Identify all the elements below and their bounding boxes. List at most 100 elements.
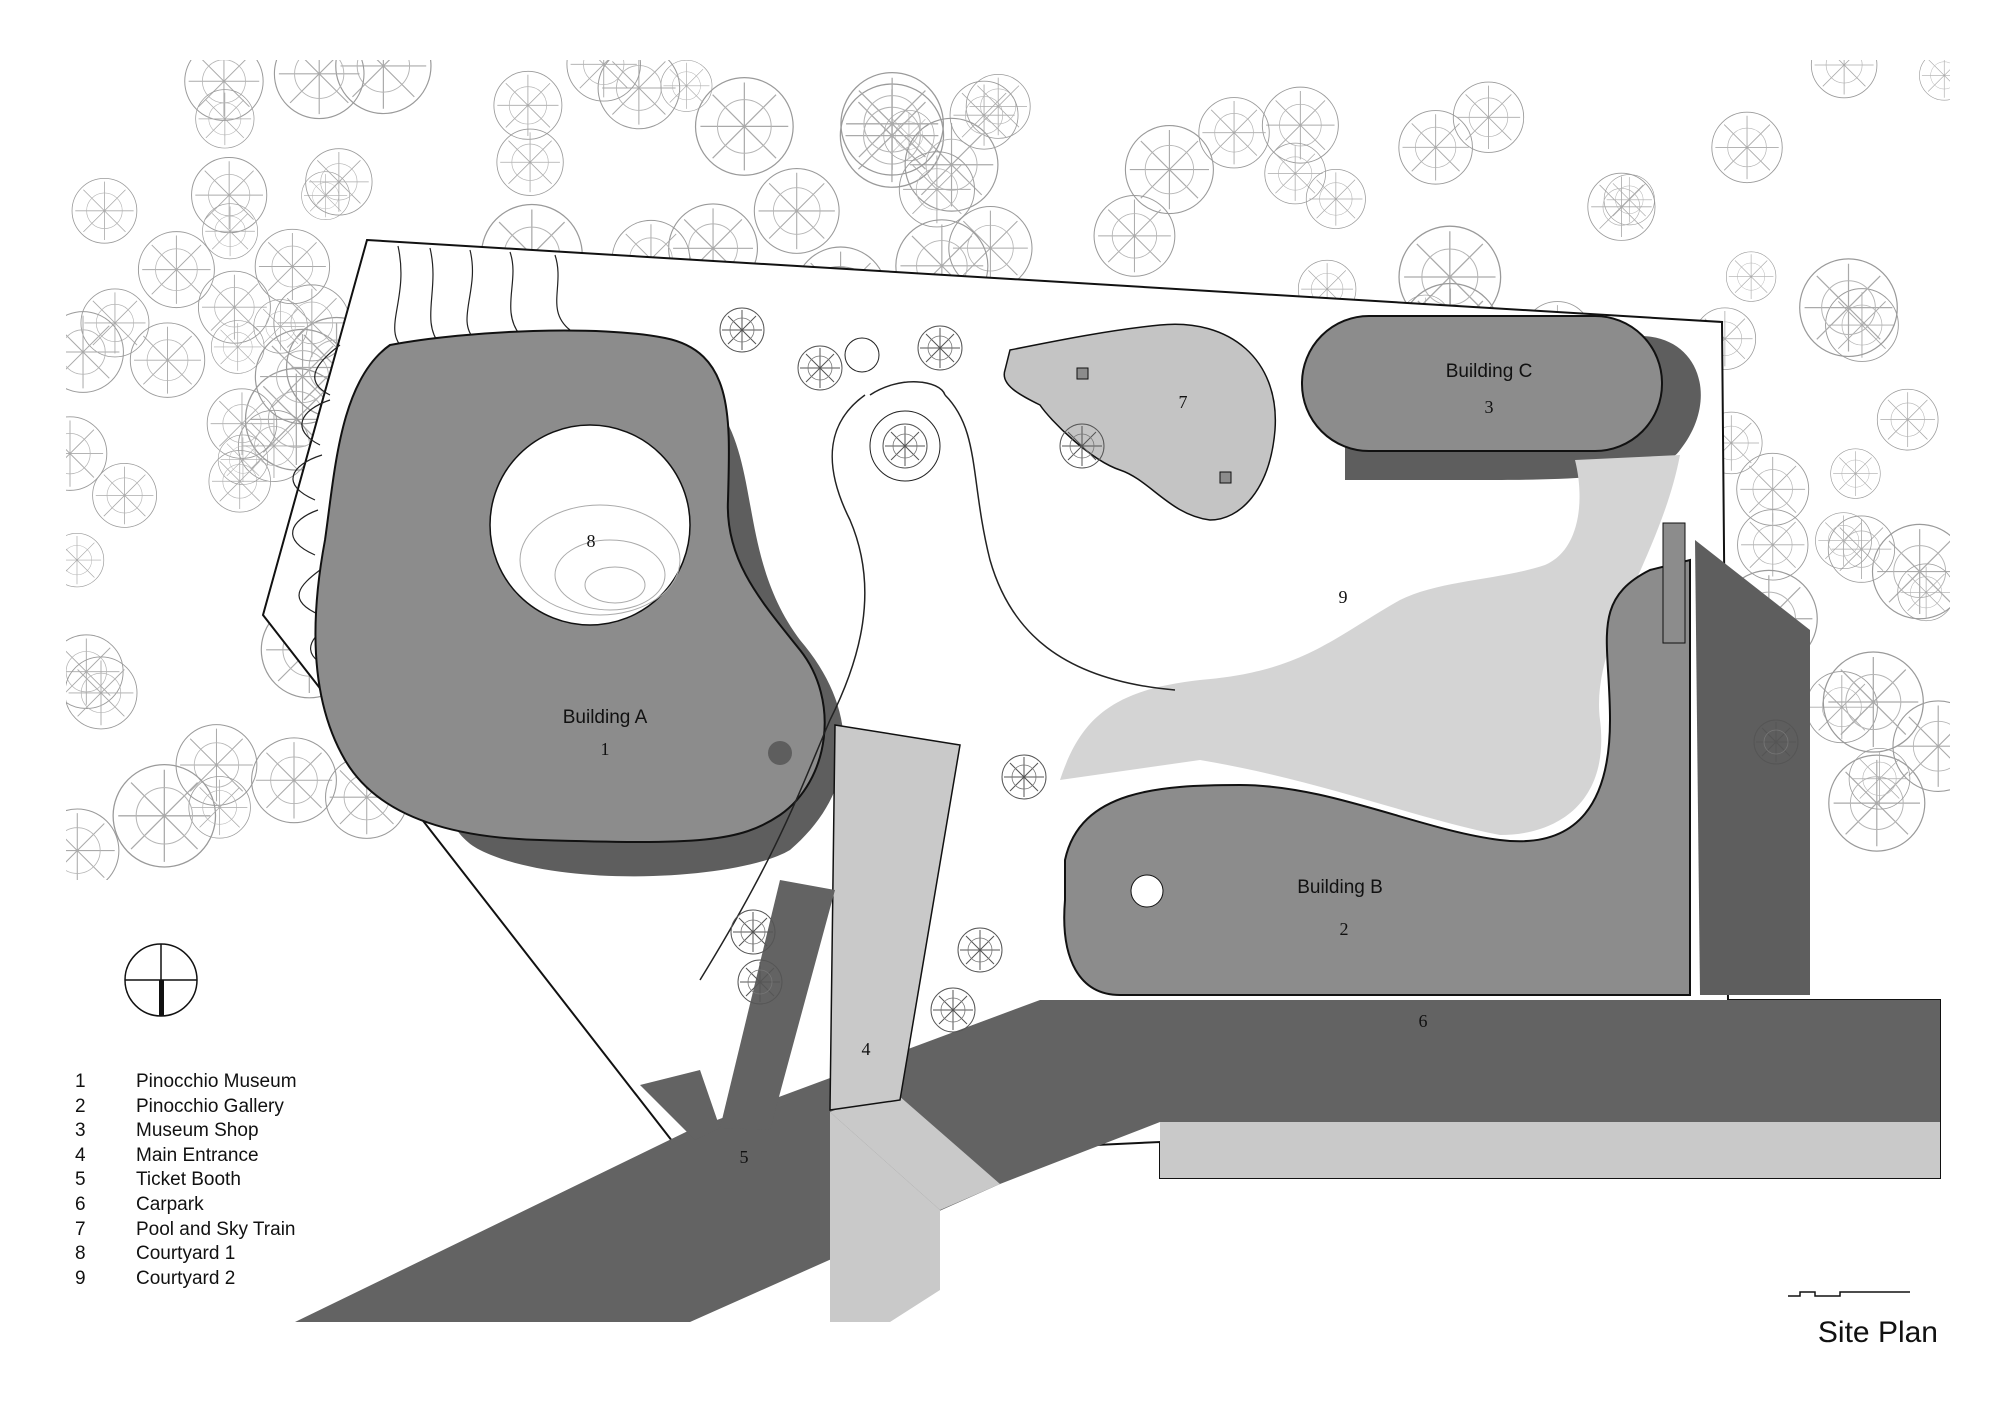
legend-label: Courtyard 1 [136, 1243, 236, 1265]
forest-tree-icon [66, 416, 108, 491]
legend-item: 9 Courtyard 2 [75, 1267, 435, 1292]
legend-item: 6 Carpark [75, 1193, 435, 1218]
building-c-label: Building C [1446, 361, 1533, 382]
forest-tree-icon [191, 157, 268, 234]
legend-item: 1 Pinocchio Museum [75, 1070, 435, 1095]
legend-item: 3 Museum Shop [75, 1119, 435, 1144]
legend-number: 2 [75, 1095, 86, 1117]
building-b-roof [1063, 558, 1691, 996]
forest-tree-icon [202, 203, 259, 260]
drawing-title: Site Plan [1817, 1316, 1938, 1349]
forest-tree-icon [66, 311, 124, 393]
forest-tree-icon [80, 288, 150, 358]
forest-tree-icon [335, 60, 432, 115]
forest-tree-icon [753, 168, 840, 254]
legend-label: Main Entrance [136, 1144, 259, 1166]
north-arrow-icon [124, 943, 198, 1017]
courtyard-2-paving [1060, 455, 1680, 835]
pool [1003, 323, 1277, 521]
legend-label: Museum Shop [136, 1120, 259, 1142]
main-entrance-number: 4 [862, 1039, 871, 1059]
building-c-roof [1301, 315, 1663, 452]
forest-tree-icon [1452, 81, 1525, 153]
forest-tree-icon [1198, 97, 1270, 169]
road-crossing-2 [830, 1112, 940, 1322]
forest-tree-icon [66, 532, 105, 588]
pool-number: 7 [1179, 392, 1188, 412]
building-b-label: Building B [1297, 877, 1383, 898]
courtyard-1-number: 8 [587, 531, 596, 551]
forest-tree-icon [92, 462, 158, 528]
forest-tree-icon [1827, 515, 1896, 583]
legend-item: 2 Pinocchio Gallery [75, 1095, 435, 1120]
forest-tree-icon [1305, 168, 1366, 229]
courtyard-2-number: 9 [1339, 587, 1348, 607]
forest-tree-icon [195, 89, 255, 149]
courtyard-1-contours [519, 504, 681, 616]
building-b-strip [1662, 522, 1686, 644]
path-circle-small [844, 337, 880, 373]
forest-tree-icon [1871, 523, 1950, 620]
forest-tree-icon [1264, 142, 1326, 205]
forest-tree-icon [1093, 194, 1176, 277]
forest-tree-icon [898, 151, 975, 228]
forest-tree-icon [184, 60, 264, 121]
ticket-booth [640, 1070, 720, 1140]
main-entrance [829, 724, 961, 1111]
legend-label: Carpark [136, 1193, 204, 1215]
forest-tree-icon [66, 808, 120, 880]
legend-label: Pinocchio Gallery [136, 1095, 284, 1117]
legend-item: 5 Ticket Booth [75, 1168, 435, 1193]
forest-tree-icon [251, 737, 337, 824]
legend-number: 1 [75, 1071, 86, 1092]
legend-number: 6 [75, 1193, 86, 1215]
legend-number: 9 [75, 1267, 86, 1289]
forest-tree-icon [71, 177, 138, 244]
carpark-road [295, 1000, 1940, 1322]
forest-tree-icon [1897, 563, 1950, 622]
building-c-number: 3 [1485, 397, 1494, 417]
forest-tree-icon [273, 60, 365, 120]
entrance-shadow [720, 880, 835, 1130]
ticket-booth-number: 5 [740, 1147, 749, 1167]
forest-tree-icon [217, 434, 269, 485]
scale-bar-icon [1788, 1291, 1910, 1297]
legend-number: 8 [75, 1243, 86, 1265]
legend-label: Ticket Booth [136, 1169, 241, 1191]
forest-tree-icon [305, 148, 373, 216]
forest-tree-icon [1892, 700, 1950, 792]
forest-tree-icon [1825, 288, 1899, 362]
forest-tree-icon [1799, 258, 1898, 358]
forest-tree-icon [1919, 60, 1950, 101]
road-crossing [830, 1088, 1000, 1210]
forest-tree-icon [175, 724, 258, 806]
legend-number: 4 [75, 1144, 86, 1166]
forest-tree-icon [566, 60, 641, 102]
light-road [1160, 1122, 1940, 1178]
forest-tree-icon [188, 776, 251, 839]
forest-tree-icon [1805, 671, 1878, 744]
forest-tree-icon [949, 80, 1019, 150]
building-a-skylight [768, 741, 792, 765]
legend-label: Courtyard 2 [136, 1267, 236, 1289]
legend: 1 Pinocchio Museum 2 Pinocchio Gallery 3 Muse… [75, 1070, 435, 1291]
forest-tree-icon [1815, 512, 1872, 570]
legend-number: 3 [75, 1120, 86, 1142]
legend-label: Pinocchio Museum [136, 1071, 297, 1092]
forest-tree-icon [694, 77, 794, 176]
forest-tree-icon [496, 128, 564, 196]
forest-tree-icon [237, 409, 311, 482]
legend-item: 4 Main Entrance [75, 1144, 435, 1169]
building-b-skylight [1130, 874, 1164, 908]
building-a-label: Building A [563, 707, 648, 728]
forest-tree-icon [254, 228, 331, 305]
pool-marker [1076, 367, 1089, 380]
forest-tree-icon [1810, 60, 1878, 99]
forest-tree-icon [1726, 251, 1777, 302]
building-b-number: 2 [1340, 919, 1349, 939]
carpark-number: 6 [1419, 1011, 1428, 1031]
legend-number: 5 [75, 1169, 86, 1191]
forest-tree-icon [1822, 651, 1924, 753]
